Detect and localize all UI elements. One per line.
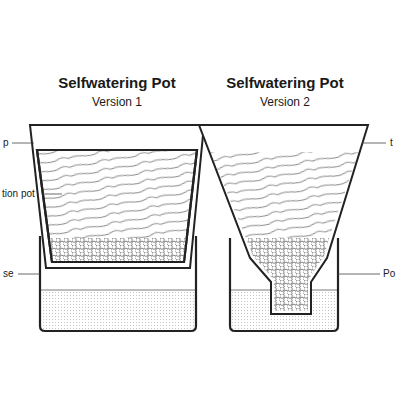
- leader-line: [43, 194, 62, 195]
- subtitle: Version 1: [91, 95, 143, 109]
- leader-line: [338, 274, 380, 275]
- subtitle: Version 2: [259, 95, 311, 109]
- water-surface: [40, 290, 196, 291]
- leader-line: [362, 143, 386, 144]
- reservoir-base: [40, 236, 196, 331]
- part-label: tion pot: [1, 188, 36, 200]
- title: Selfwatering Pot: [57, 74, 177, 92]
- outer-pot: [30, 125, 204, 268]
- plant-pot-soil: [37, 150, 197, 262]
- leader-lines: [12, 143, 386, 274]
- pebbles: [246, 238, 329, 311]
- plant-pot: [37, 150, 197, 262]
- funnel-pot: [199, 125, 368, 314]
- leader-line: [18, 274, 40, 275]
- leader-line: [12, 143, 34, 144]
- part-label: Po: [382, 268, 396, 280]
- reservoir-base: [230, 238, 338, 331]
- part-label: p: [2, 137, 10, 149]
- pebbles: [49, 238, 187, 262]
- water: [42, 290, 194, 329]
- title: Selfwatering Pot: [225, 74, 345, 92]
- part-label: se: [2, 268, 15, 280]
- soil: [210, 152, 359, 238]
- part-label: t: [389, 137, 394, 149]
